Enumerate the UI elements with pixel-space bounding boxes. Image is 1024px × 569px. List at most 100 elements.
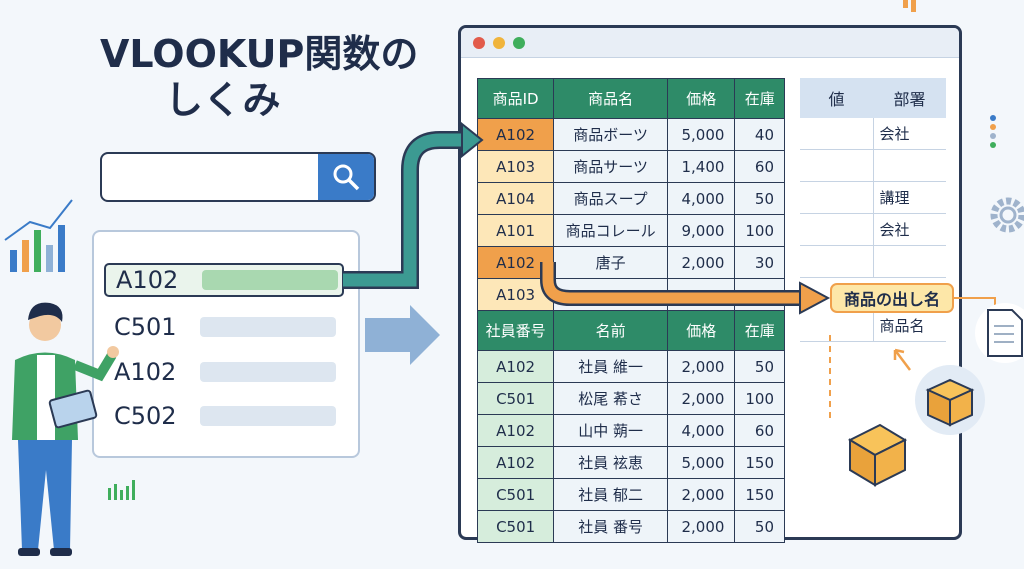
table-cell[interactable]: 社員 番号: [553, 510, 668, 543]
table-cell[interactable]: 社員 維一: [553, 350, 668, 383]
table-row: 会社: [800, 214, 946, 246]
table-cell[interactable]: A104: [476, 182, 555, 215]
table-cell[interactable]: 唐子: [553, 246, 668, 279]
table-cell[interactable]: C501: [476, 478, 555, 511]
table-cell[interactable]: [800, 118, 874, 149]
table-cell[interactable]: 150: [734, 446, 785, 479]
box-icon: [915, 365, 985, 435]
header-cell: 在庫: [734, 310, 785, 351]
table-cell[interactable]: 2,000: [666, 478, 736, 511]
result-table: 値部署 会社講理会社商品名: [800, 78, 946, 342]
table-cell[interactable]: 30: [734, 246, 785, 279]
header-cell: 在庫: [734, 78, 785, 119]
list-item[interactable]: A102: [104, 263, 344, 297]
table-cell[interactable]: A101: [476, 214, 555, 247]
table-cell[interactable]: 100: [734, 214, 785, 247]
list-item[interactable]: C501: [104, 310, 344, 344]
window-titlebar: [461, 28, 959, 58]
table-cell[interactable]: 社員 袨恵: [553, 446, 668, 479]
table-cell[interactable]: C501: [476, 382, 555, 415]
table-cell[interactable]: 松尾 莃さ: [553, 382, 668, 415]
item-label: A102: [114, 358, 177, 386]
table-row: 会社: [800, 118, 946, 150]
arrow-head-icon: [461, 121, 484, 159]
header-cell: 商品ID: [476, 78, 555, 119]
table-cell[interactable]: A102: [476, 246, 555, 279]
table-cell[interactable]: [800, 246, 874, 277]
header-cell: 部署: [893, 90, 926, 109]
table-cell[interactable]: 5,000: [666, 446, 736, 479]
lookup-dropdown: A102 C501 A102 C502: [92, 230, 360, 458]
search-input[interactable]: [100, 152, 376, 202]
maximize-dot[interactable]: [513, 37, 525, 49]
result-arrow: [542, 262, 805, 304]
table-cell[interactable]: 会社: [879, 125, 910, 143]
table-cell[interactable]: 5,000: [666, 118, 736, 151]
table-cell[interactable]: 商品名: [879, 317, 925, 335]
table-cell[interactable]: [800, 150, 874, 181]
right-arrow-icon: [365, 305, 440, 365]
search-button[interactable]: [318, 154, 374, 200]
header-cell: 価格: [666, 78, 736, 119]
table-cell[interactable]: 商品コレール: [553, 214, 668, 247]
list-item[interactable]: C502: [104, 399, 344, 433]
table-cell[interactable]: A102: [476, 414, 555, 447]
header-cell: 社員番号: [476, 310, 555, 351]
title-line1: VLOOKUP関数の: [100, 32, 419, 76]
table-cell[interactable]: 講理: [879, 189, 910, 207]
table-cell[interactable]: 60: [734, 414, 785, 447]
table-cell[interactable]: A102: [476, 118, 555, 151]
table-cell[interactable]: 1,400: [666, 150, 736, 183]
table-cell[interactable]: 50: [734, 182, 785, 215]
table-cell[interactable]: 商品サーツ: [553, 150, 668, 183]
table-cell[interactable]: 9,000: [666, 214, 736, 247]
table-row: [800, 246, 946, 278]
table-cell[interactable]: 社員 郁二: [553, 478, 668, 511]
result-callout: 商品の出し名: [830, 283, 954, 313]
table-cell[interactable]: 2,000: [666, 350, 736, 383]
table-cell[interactable]: [800, 310, 874, 341]
header-cell: 価格: [666, 310, 736, 351]
table-cell[interactable]: 60: [734, 150, 785, 183]
table-row: [800, 150, 946, 182]
table-cell[interactable]: 2,000: [666, 382, 736, 415]
title-line2: しくみ: [165, 78, 281, 122]
table-cell[interactable]: 2,000: [666, 510, 736, 543]
item-label: C501: [114, 313, 177, 341]
table-cell[interactable]: [800, 182, 874, 213]
table-cell[interactable]: 会社: [879, 221, 910, 239]
search-icon: [333, 164, 360, 191]
table-row: 講理: [800, 182, 946, 214]
table-cell[interactable]: 4,000: [666, 182, 736, 215]
list-item[interactable]: A102: [104, 355, 344, 389]
item-label: C502: [114, 402, 177, 430]
table-cell[interactable]: 50: [734, 510, 785, 543]
item-label: A102: [116, 266, 179, 294]
table-cell[interactable]: A102: [476, 446, 555, 479]
table-cell[interactable]: [800, 214, 874, 245]
table-cell[interactable]: C501: [476, 510, 555, 543]
table-cell[interactable]: 100: [734, 382, 785, 415]
table-cell[interactable]: 4,000: [666, 414, 736, 447]
table-cell[interactable]: 商品スープ: [553, 182, 668, 215]
table-cell[interactable]: A103: [476, 278, 555, 311]
person-illustration: [12, 302, 119, 556]
minimize-dot[interactable]: [493, 37, 505, 49]
document-icon: [975, 303, 1024, 363]
close-dot[interactable]: [473, 37, 485, 49]
table-cell[interactable]: 山中 蒴一: [553, 414, 668, 447]
table-cell[interactable]: 2,000: [666, 246, 736, 279]
header-cell: 値: [828, 90, 845, 109]
